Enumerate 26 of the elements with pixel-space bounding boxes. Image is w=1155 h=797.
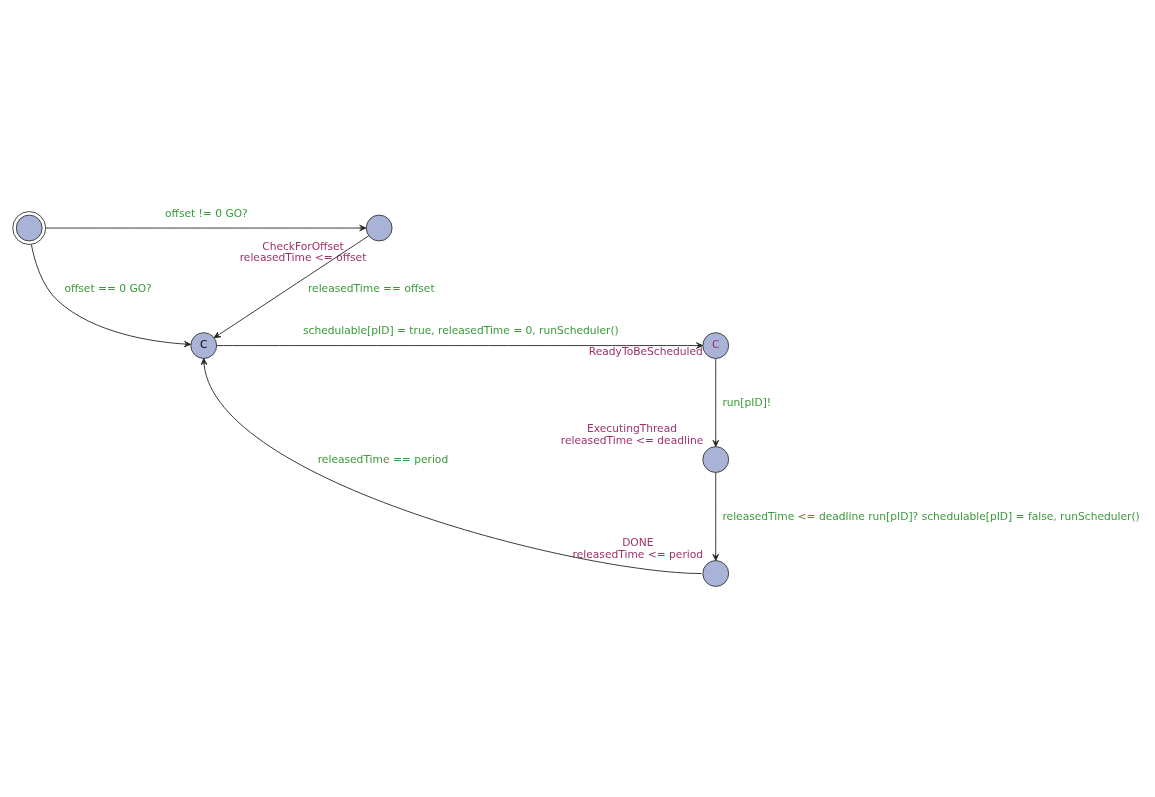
node-label: DONE (622, 535, 654, 549)
node-label: releasedTime <= deadline (560, 433, 704, 447)
node-label: releasedTime <= offset (239, 250, 367, 264)
node-circle (702, 559, 730, 587)
node-label: ExecutingThread (587, 421, 678, 435)
arrow (213, 234, 370, 338)
arrow (712, 357, 719, 447)
node-label: ReadyToBeScheduled (588, 344, 703, 358)
node-circle: C (190, 331, 218, 359)
arrow (216, 341, 704, 349)
edge-label: schedulable[pID] = true, releasedTime = 0, runScheduler() (303, 323, 619, 337)
arrow (45, 224, 367, 231)
node-circle: C (702, 331, 730, 359)
edge-label: releasedTime <= deadline run[pID]? schedulable[pID] = false, runScheduler() (722, 509, 1140, 523)
edge-label: releasedTime == offset (307, 281, 435, 295)
arrow (712, 471, 719, 561)
node-circle (365, 214, 393, 241)
arrow (200, 357, 702, 574)
arrow (30, 243, 192, 347)
edge-label: offset == 0 GO? (64, 281, 152, 295)
node-circle (702, 445, 730, 473)
edge-label: offset != 0 GO? (165, 206, 248, 220)
node-label: CheckForOffset (262, 238, 344, 252)
node-label: releasedTime <= period (572, 547, 704, 561)
edge-label: run[pID]! (722, 395, 772, 409)
edge-label: releasedTime == period (317, 452, 449, 466)
